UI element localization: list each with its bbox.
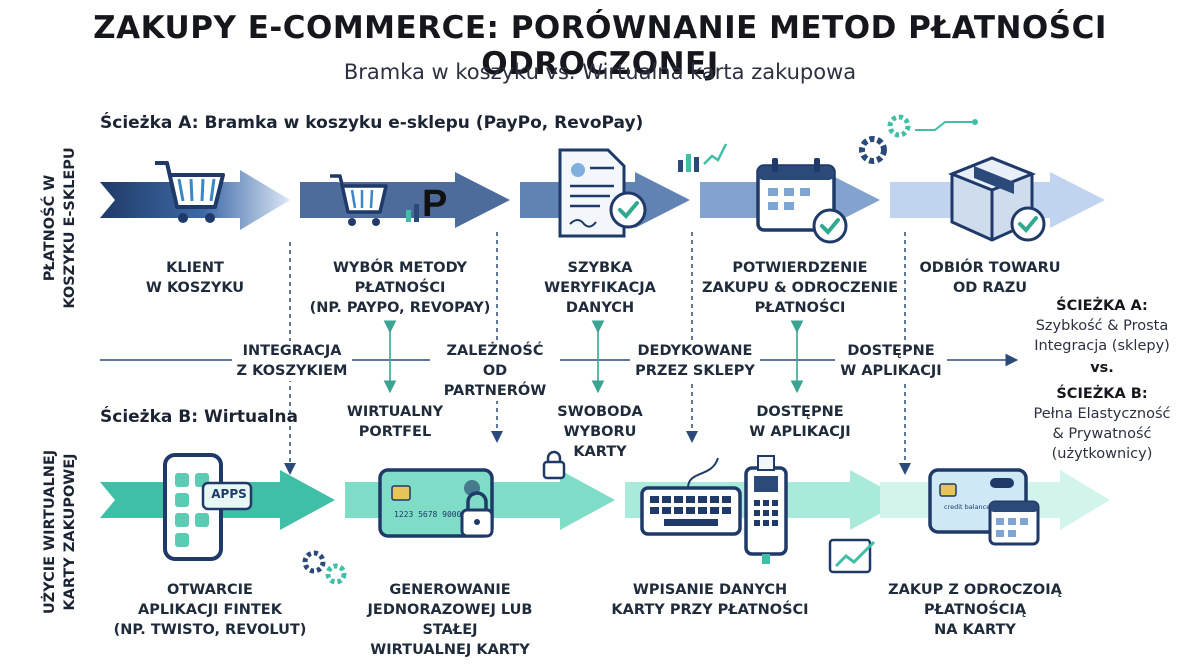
page-subtitle: Bramka w koszyku vs. Wirtualna karta zak… [343,60,857,84]
document-check-icon [558,148,647,238]
path-b-side-label: UŻYCIE WIRTUALNEJ KARTY ZAKUPOWEJ [40,432,80,632]
path-a-label: Ścieżka A: Bramka w koszyku e-sklepu (Pa… [100,113,644,133]
path-a-side-label-line2: KOSZYKU E-SKLEPU [62,147,78,309]
apps-badge: APPS [211,487,247,501]
path-b-label: Ścieżka B: Wirtualna [100,407,299,427]
page-title: ZAKUPY E-COMMERCE: PORÓWNANIE METOD PŁAT… [93,10,1107,82]
card-number: 1223 5678 9000 [394,510,462,519]
teal-double-arrows [383,320,804,394]
summary-panel: ŚCIEŻKA A: Szybkość & Prosta Integracja … [1012,296,1192,464]
summary-a-line1: Szybkość & Prosta [1035,318,1169,334]
payment-terminal-icon [744,455,788,564]
shopping-cart-icon [155,161,225,223]
small-gears-icon [302,550,347,585]
growth-chart-icon [678,143,728,172]
path-a-side-label-line1: PŁATNOŚĆ W [42,174,58,282]
summary-a-title: ŚCIEŻKA A: [1056,298,1148,314]
card-balance-text: credit balance [944,503,991,511]
summary-vs: vs. [1090,360,1114,376]
summary-b-line2: & Prywatność [1052,426,1152,442]
padlock-icon [542,450,566,480]
path-b-side-label-line1: UŻYCIE WIRTUALNEJ [42,449,58,615]
cart-with-logo-icon [330,174,419,226]
summary-a-line2: Integracja (sklepy) [1034,338,1170,354]
payment-provider-logo: P [422,183,448,225]
gears-icon [859,114,978,164]
trend-chart-icon [828,538,876,574]
keyboard-icon [640,457,742,536]
path-a-side-label: PŁATNOŚĆ W KOSZYKU E-SKLEPU [40,128,80,328]
summary-b-line3: (użytkownicy) [1051,446,1153,462]
summary-b-line1: Pełna Elastyczność [1033,406,1171,422]
virtual-card-lock-icon [378,468,494,538]
path-b-side-label-line2: KARTY ZAKUPOWEJ [62,453,78,611]
summary-b-title: ŚCIEŻKA B: [1056,386,1148,402]
calendar-check-icon [756,158,848,244]
card-calendar-icon [928,468,1040,546]
phone-apps-icon [163,453,253,561]
package-check-icon [947,156,1046,242]
